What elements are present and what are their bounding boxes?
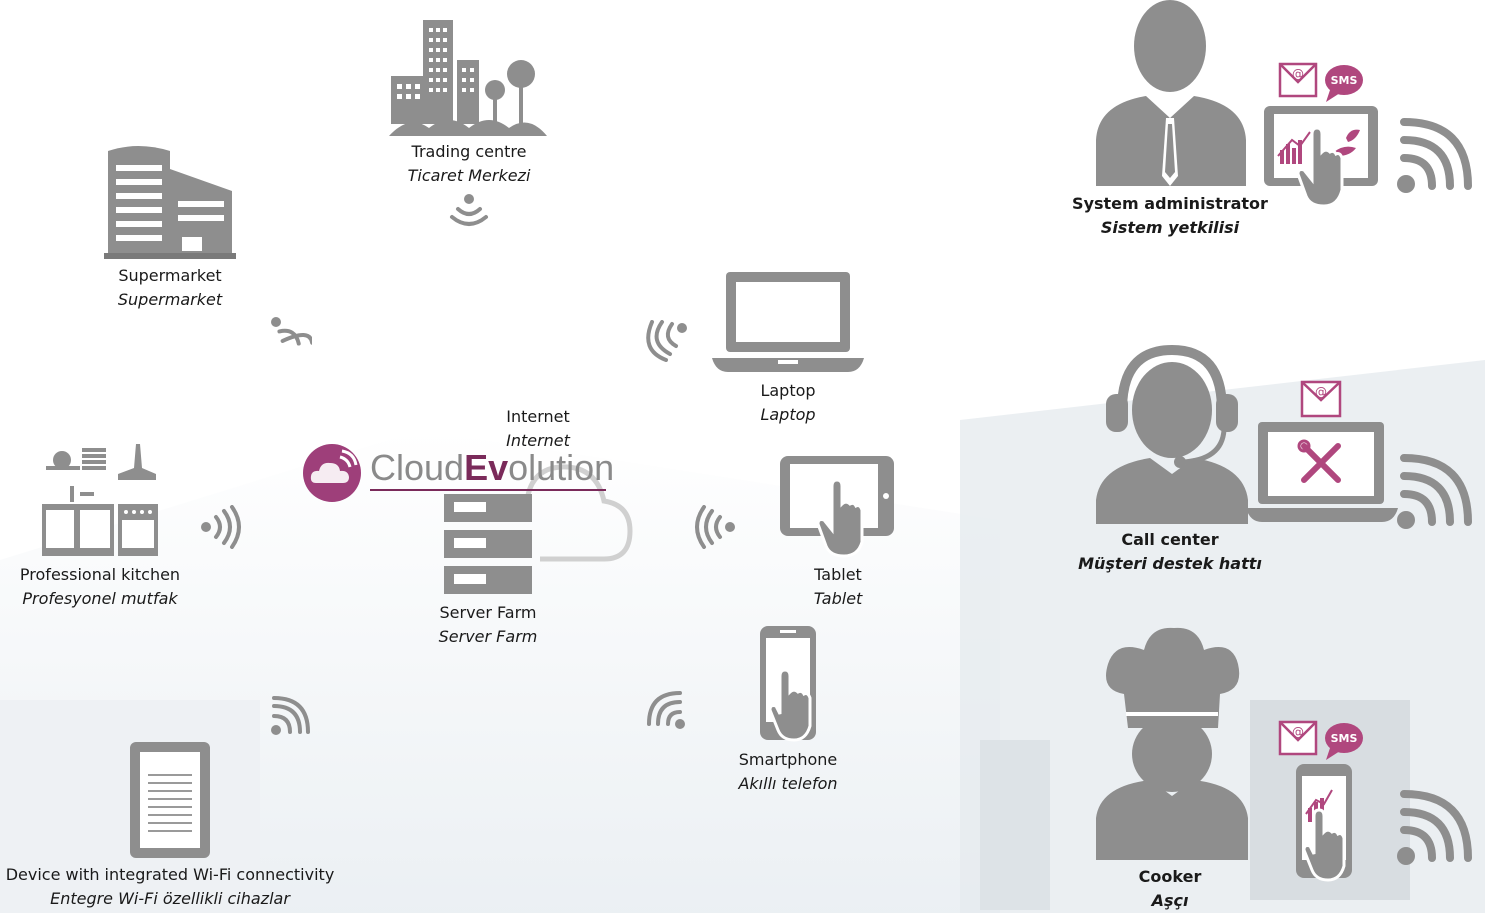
wifi-device-en: Device with integrated Wi-Fi connectivit…: [5, 865, 335, 884]
wifi-signal-icon: [271, 317, 312, 346]
sysadmin-tablet: @ SMS: [1264, 60, 1380, 208]
cooker-node: [1094, 624, 1252, 860]
internet-en: Internet: [506, 407, 570, 426]
internet-label: Internet Internet: [478, 405, 598, 453]
server-farm-tr: Server Farm: [438, 627, 538, 646]
sysadmin-node: [1092, 0, 1250, 186]
cooker-label: Cooker Aşçı: [1100, 865, 1240, 913]
headset-operator-icon: [1096, 344, 1248, 524]
supermarket-label: Supermarket Supermarket: [90, 264, 250, 312]
laptop-tr: Laptop: [760, 405, 816, 424]
wifi-signal-icon: [1397, 790, 1472, 865]
tablet-node: [780, 456, 896, 560]
server-farm-en: Server Farm: [439, 603, 537, 622]
sysadmin-label: System administrator Sistem yetkilisi: [1060, 192, 1280, 240]
tablet-label: Tablet Tablet: [778, 563, 898, 611]
wifi-signal-icon: [647, 691, 685, 729]
wifi-device-label: Device with integrated Wi-Fi connectivit…: [0, 863, 340, 911]
phone-report-icon: @ SMS: [1278, 720, 1363, 882]
kitchen-icon: [42, 444, 158, 556]
laptop-label: Laptop Laptop: [728, 379, 848, 427]
device-icon: [130, 742, 210, 858]
cooker-en: Cooker: [1138, 867, 1202, 886]
at-badge: @: [1292, 725, 1304, 739]
trading-centre-node: [389, 18, 549, 136]
wifi-device-tr: Entegre Wi-Fi özellikli cihazlar: [50, 889, 290, 908]
callcenter-tr: Müşteri destek hattı: [1078, 554, 1262, 573]
logo-underline: [370, 489, 606, 491]
laptop-node: [712, 272, 864, 372]
supermarket-tr: Supermarket: [117, 290, 223, 309]
chef-icon: [1096, 627, 1248, 860]
tablet-icon: [780, 456, 894, 558]
wifi-signal-icon: [695, 505, 735, 549]
laptop-support-icon: @: [1246, 380, 1398, 522]
server-farm-label: Server Farm Server Farm: [418, 601, 558, 649]
wifi-signal-icon: [201, 505, 241, 549]
logo-olution: olution: [508, 447, 615, 488]
wifi-signal-icon: [1397, 454, 1472, 529]
sms-badge: SMS: [1331, 74, 1358, 87]
businessman-icon: [1096, 0, 1246, 186]
callcenter-laptop: @: [1246, 378, 1398, 524]
at-badge: @: [1292, 67, 1304, 81]
kitchen-en: Professional kitchen: [19, 565, 181, 584]
smartphone-node: [760, 626, 820, 744]
logo-cloud: Cloud: [370, 447, 465, 488]
supermarket-node: [104, 143, 236, 259]
city-icon: [389, 20, 547, 136]
laptop-icon: [712, 272, 864, 372]
supermarket-en: Supermarket: [118, 266, 222, 285]
smartphone-label: Smartphone Akıllı telefon: [718, 748, 858, 796]
kitchen-tr: Profesyonel mutfak: [22, 589, 178, 608]
cooker-phone: @ SMS: [1278, 718, 1370, 882]
sms-badge: SMS: [1331, 732, 1358, 745]
tablet-en: Tablet: [814, 565, 862, 584]
callcenter-node: [1094, 340, 1252, 524]
internet-tr: Internet: [506, 431, 570, 450]
cooker-tr: Aşçı: [1151, 891, 1189, 910]
server-farm-node: [444, 494, 532, 594]
trading-centre-en: Trading centre: [411, 142, 527, 161]
kitchen-node: [40, 440, 162, 560]
sysadmin-en: System administrator: [1072, 194, 1268, 213]
kitchen-label: Professional kitchen Profesyonel mutfak: [10, 563, 190, 611]
building-icon: [104, 146, 236, 259]
cloud-logo-icon: [303, 444, 361, 502]
wifi-signal-icon: [271, 696, 310, 735]
callcenter-en: Call center: [1121, 530, 1219, 549]
smartphone-icon: [760, 626, 816, 742]
wifi-signal-icon: [646, 320, 687, 362]
sysadmin-tr: Sistem yetkilisi: [1100, 218, 1240, 237]
tablet-report-icon: @ SMS: [1264, 62, 1378, 208]
callcenter-label: Call center Müşteri destek hattı: [1060, 528, 1280, 576]
trading-centre-label: Trading centre Ticaret Merkezi: [389, 140, 549, 188]
smartphone-tr: Akıllı telefon: [738, 774, 838, 793]
cloudevolution-logo: CloudEvolution: [302, 443, 614, 503]
smartphone-en: Smartphone: [738, 750, 838, 769]
at-badge: @: [1315, 385, 1327, 399]
wifi-signal-icon: [450, 194, 488, 226]
logo-ev: Ev: [464, 447, 509, 488]
wifi-device-node: [130, 742, 210, 858]
trading-centre-tr: Ticaret Merkezi: [407, 166, 531, 185]
tablet-tr: Tablet: [813, 589, 863, 608]
server-icon: [444, 494, 532, 594]
wifi-signal-icon: [1397, 118, 1472, 193]
laptop-en: Laptop: [760, 381, 816, 400]
logo-text: CloudEvolution: [370, 447, 614, 489]
cloud-icon: [525, 464, 633, 562]
